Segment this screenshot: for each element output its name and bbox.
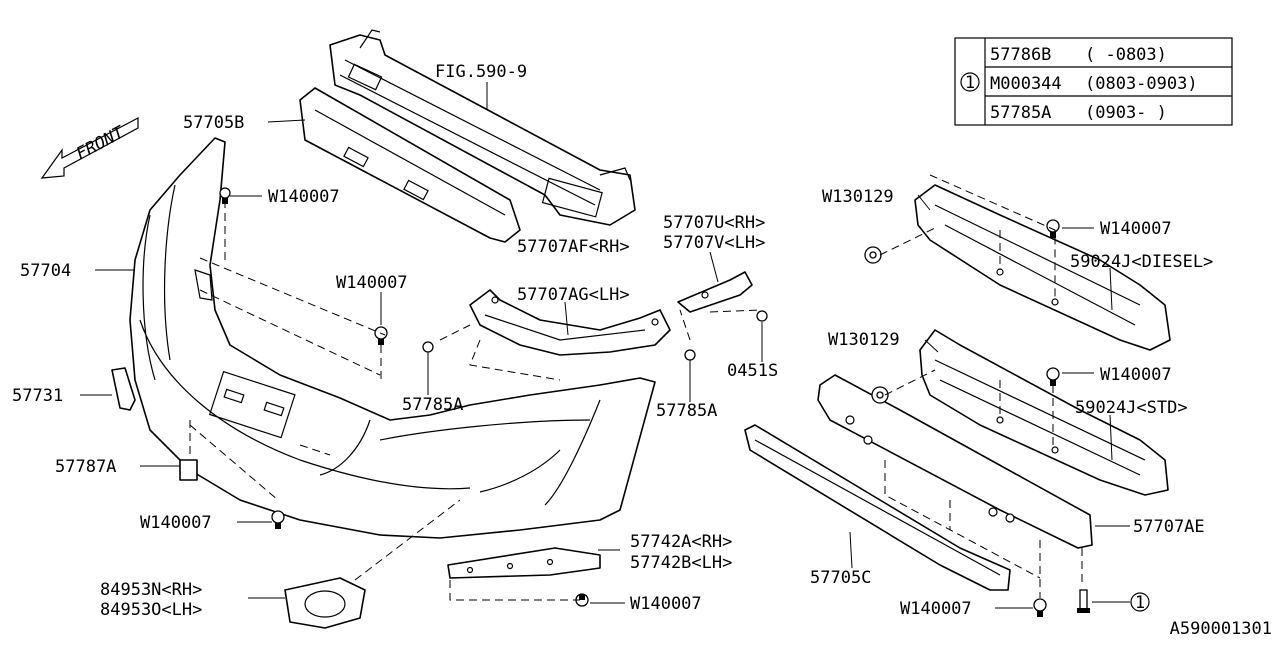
small-bracket xyxy=(677,271,753,313)
callout-59024j-diesel: 59024J<DIESEL> xyxy=(1070,252,1213,272)
bolt-icon xyxy=(1077,589,1090,613)
callout-w130129-mid: W130129 xyxy=(828,330,900,350)
callout-57731: 57731 xyxy=(12,386,63,406)
bolt-icon xyxy=(756,310,768,322)
clip xyxy=(179,459,198,481)
energy-absorber xyxy=(299,87,521,243)
drawing-code: A590001301 xyxy=(1170,619,1272,639)
callout-0451s: 0451S xyxy=(727,361,778,381)
lower-absorber xyxy=(744,424,1011,591)
grommet-icon xyxy=(864,246,882,264)
callout-57787a: 57787A xyxy=(55,457,116,477)
bolt-icon xyxy=(422,341,434,353)
callout-59024j-std: 59024J<STD> xyxy=(1075,398,1188,418)
side-bracket xyxy=(469,289,671,356)
callout-key-bottom: 1 xyxy=(1135,593,1145,613)
callout-57707u: 57707U<RH> xyxy=(663,213,765,233)
clip-fastener-icon xyxy=(374,326,388,345)
table-row-part: 57785A xyxy=(990,103,1051,123)
callout-84953n: 84953N<RH> xyxy=(100,580,202,600)
callout-57707ae: 57707AE xyxy=(1133,517,1205,537)
callout-w140007-top: W140007 xyxy=(268,187,340,207)
clip-fastener-icon xyxy=(1046,367,1060,386)
callout-57742a: 57742A<RH> xyxy=(630,532,732,552)
callout-labels: FIG.590-9 57705B W140007 57704 W140007 5… xyxy=(12,62,1272,639)
bumper-reinforcement xyxy=(329,29,636,226)
front-arrow-icon: FRONT xyxy=(40,117,139,179)
reference-table: 1 57786B ( -0803) M000344 (0803-0903) 57… xyxy=(954,37,1233,126)
fog-light-cover xyxy=(284,577,366,629)
callout-57785a-left: 57785A xyxy=(402,395,463,415)
under-cover-std xyxy=(919,329,1169,496)
leader-lines xyxy=(80,82,1130,609)
assembly-lines xyxy=(189,174,1083,601)
bumper-face xyxy=(129,137,656,539)
callout-w140007-right-mid: W140007 xyxy=(1100,365,1172,385)
clip-fastener-icon xyxy=(1033,598,1047,617)
callout-57785a-right: 57785A xyxy=(656,401,717,421)
callout-57705b: 57705B xyxy=(183,113,244,133)
callout-57707ag: 57707AG<LH> xyxy=(517,285,630,305)
callout-57707v: 57707V<LH> xyxy=(663,233,765,253)
front-label: FRONT xyxy=(73,122,129,165)
callout-w140007-right-top: W140007 xyxy=(1100,219,1172,239)
table-key: 1 xyxy=(965,73,975,93)
table-row-range: (0903- ) xyxy=(1085,103,1167,123)
callout-57704: 57704 xyxy=(20,261,71,281)
callout-57707af: 57707AF<RH> xyxy=(517,237,630,257)
callout-84953o: 84953O<LH> xyxy=(100,600,202,620)
callout-w130129-top: W130129 xyxy=(822,187,894,207)
under-cover-diesel xyxy=(914,184,1171,351)
callout-w140007-mid: W140007 xyxy=(336,273,408,293)
lower-strip xyxy=(447,547,601,579)
key-circle-icon xyxy=(1130,592,1150,612)
table-row-part: 57786B xyxy=(990,45,1051,65)
grommet-icon xyxy=(871,386,889,404)
callout-w140007-right-bottom: W140007 xyxy=(900,599,972,619)
table-row-part: M000344 xyxy=(990,74,1062,94)
table-row-range: (0803-0903) xyxy=(1085,74,1198,94)
callout-fig-ref: FIG.590-9 xyxy=(435,62,527,82)
callout-w140007-lower: W140007 xyxy=(140,513,212,533)
callout-57705c: 57705C xyxy=(810,568,871,588)
bolt-icon xyxy=(684,349,696,361)
clip-fastener-icon xyxy=(1046,219,1060,238)
callout-57742b: 57742B<LH> xyxy=(630,553,732,573)
lower-beam xyxy=(817,374,1093,549)
side-marker xyxy=(111,367,136,411)
callout-w140007-bottom: W140007 xyxy=(630,594,702,614)
clip-fastener-icon xyxy=(271,510,285,529)
table-row-range: ( -0803) xyxy=(1085,45,1167,65)
